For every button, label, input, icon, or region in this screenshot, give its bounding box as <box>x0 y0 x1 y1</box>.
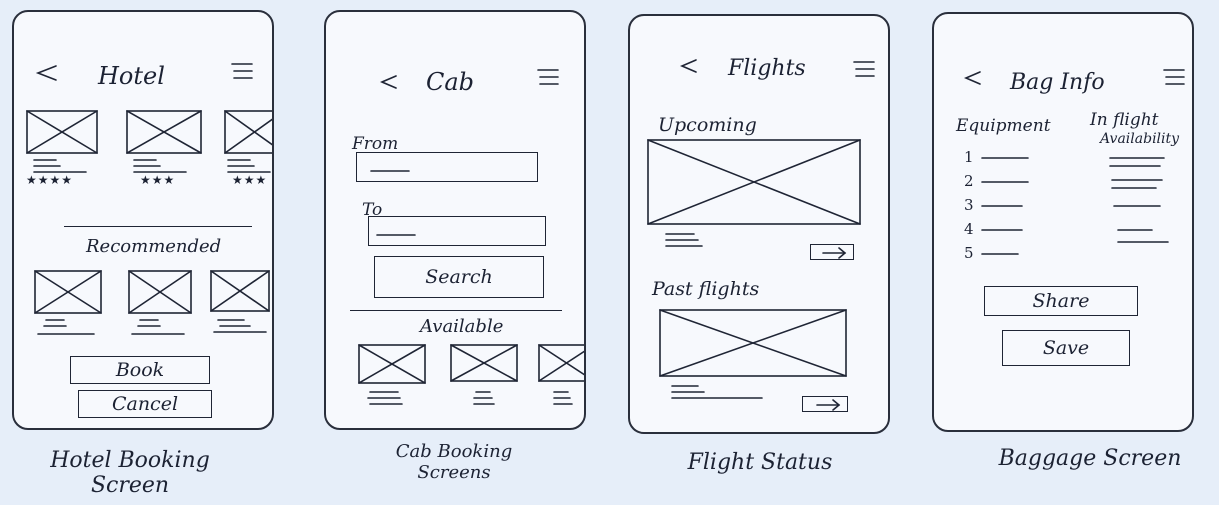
past-flights-label: Past flights <box>652 278 760 300</box>
text-lines <box>33 159 87 173</box>
row-number: 1 <box>964 148 974 166</box>
back-icon[interactable] <box>34 62 60 84</box>
cancel-button[interactable]: Cancel <box>78 390 212 418</box>
text-lines <box>367 391 403 405</box>
menu-icon[interactable] <box>230 60 256 82</box>
cab-screen: Cab From To Search Available <box>324 10 586 430</box>
row-number: 4 <box>964 220 974 238</box>
caption-line: Screen <box>90 473 170 499</box>
text-lines <box>213 319 267 333</box>
back-icon[interactable] <box>962 68 984 88</box>
menu-icon[interactable] <box>536 66 562 88</box>
text-lines <box>131 319 185 335</box>
availability-header: Availability <box>1100 131 1180 147</box>
from-input[interactable] <box>356 152 538 182</box>
hotel-card[interactable]: ★★★★ <box>26 110 98 186</box>
cab-card[interactable] <box>450 344 520 408</box>
cab-card[interactable] <box>538 344 584 408</box>
baggage-caption: Baggage Screen <box>998 446 1182 471</box>
upcoming-flight-card[interactable] <box>646 138 862 254</box>
recommended-card[interactable] <box>210 270 270 336</box>
divider <box>350 310 562 311</box>
text-lines <box>37 319 95 335</box>
rating-stars: ★★★ <box>140 173 176 187</box>
hotel-screen: Hotel ★★★★ ★★★ ★★★ Recommended Book Canc… <box>12 10 274 430</box>
flights-screen: Flights Upcoming Past flights <box>628 14 890 434</box>
text-lines <box>473 391 495 405</box>
cab-card[interactable] <box>358 344 428 408</box>
menu-icon[interactable] <box>1162 66 1188 88</box>
equipment-header: Equipment <box>956 116 1051 136</box>
arrow-right-icon[interactable] <box>810 244 854 260</box>
cab-caption: Cab Booking Screens <box>354 441 554 483</box>
book-button[interactable]: Book <box>70 356 210 384</box>
recommended-card[interactable] <box>128 270 194 336</box>
text-lines <box>671 385 763 399</box>
caption-line: Cab Booking <box>395 441 513 462</box>
flight-caption: Flight Status <box>687 450 833 475</box>
to-input[interactable] <box>368 216 546 246</box>
rating-stars: ★★★ <box>232 173 268 187</box>
screen-title: Bag Info <box>1010 70 1105 95</box>
search-button[interactable]: Search <box>374 256 544 298</box>
text-lines <box>227 159 271 173</box>
recommended-card[interactable] <box>34 270 104 336</box>
screen-title: Cab <box>426 68 475 96</box>
upcoming-label: Upcoming <box>658 114 757 136</box>
back-icon[interactable] <box>678 56 700 76</box>
screen-title: Flights <box>728 56 806 81</box>
caption-line: Hotel Booking <box>50 448 210 473</box>
baggage-screen: Bag Info Equipment In flight Availabilit… <box>932 12 1194 432</box>
divider <box>64 226 252 227</box>
inflight-header: In flight <box>1090 110 1159 130</box>
share-button[interactable]: Share <box>984 286 1138 316</box>
row-number: 2 <box>964 172 974 190</box>
row-number: 5 <box>964 244 974 262</box>
menu-icon[interactable] <box>852 58 878 80</box>
hotel-caption: Hotel Booking Screen <box>30 448 230 499</box>
arrow-right-icon[interactable] <box>802 396 848 412</box>
section-title: Recommended <box>86 236 222 257</box>
hotel-card[interactable]: ★★★ <box>126 110 202 186</box>
text-lines <box>553 391 573 405</box>
hotel-card[interactable]: ★★★ <box>224 110 272 186</box>
back-icon[interactable] <box>378 72 400 92</box>
availability-lines <box>1109 157 1169 243</box>
text-lines <box>133 159 187 173</box>
rating-stars: ★★★★ <box>26 173 74 187</box>
from-label: From <box>352 134 399 154</box>
text-lines <box>665 233 703 247</box>
save-button[interactable]: Save <box>1002 330 1130 366</box>
caption-line: Screens <box>417 461 491 483</box>
row-number: 3 <box>964 196 974 214</box>
to-label: To <box>362 200 383 220</box>
screen-title: Hotel <box>98 62 165 90</box>
section-title: Available <box>420 316 504 337</box>
past-flight-card[interactable] <box>658 308 848 404</box>
